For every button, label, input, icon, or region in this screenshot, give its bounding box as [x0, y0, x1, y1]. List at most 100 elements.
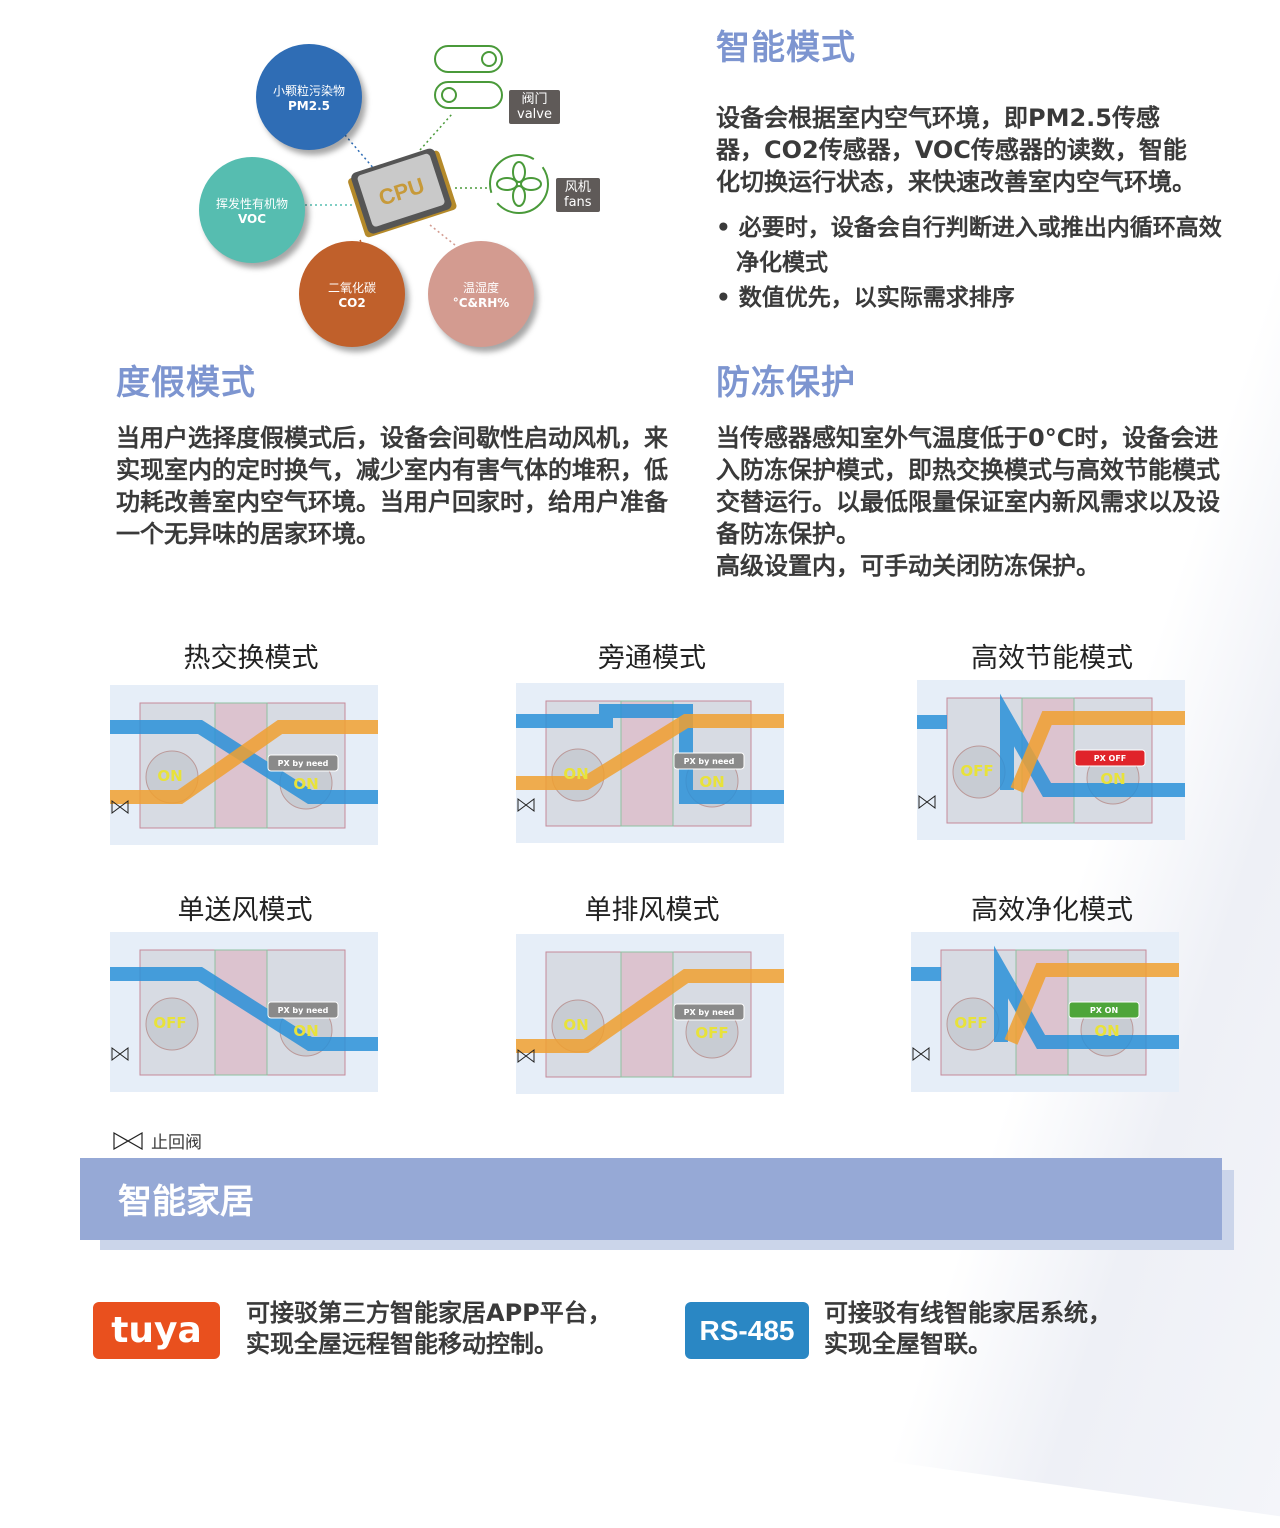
px-label: PX by need [278, 759, 329, 768]
smart-mode-bullets: 必要时，设备会自行判断进入或推出内循环高效净化模式 数值优先，以实际需求排序 [716, 211, 1236, 316]
fresh-air-flow [110, 967, 378, 1051]
ventilation-unit-diagram: PX by need OFF ON [110, 932, 378, 1092]
px-badge [267, 754, 339, 772]
check-valve-icon [113, 1131, 143, 1150]
exhaust-air-flow [110, 720, 378, 804]
mode-diagram: PX by need OFF ON [110, 932, 378, 1092]
rs485-text: 可接驳有线智能家居系统， 实现全屋智联。 [824, 1298, 1112, 1360]
mode-title: 热交换模式 [183, 643, 319, 674]
rs485-line1: 可接驳有线智能家居系统， [824, 1299, 1112, 1327]
right-fan-state: ON [1094, 1022, 1119, 1040]
tuya-logo-text: tuya [111, 1310, 202, 1351]
rs485-line2: 实现全屋智联。 [824, 1330, 992, 1358]
mode-diagram: PX by need ON ON [516, 683, 784, 843]
tuya-logo: tuya [93, 1302, 220, 1359]
valve-toggle-icon [434, 45, 503, 109]
mode-title: 高效净化模式 [971, 895, 1133, 926]
antifreeze-title: 防冻保护 [716, 363, 856, 403]
px-label: PX ON [1090, 1006, 1118, 1015]
fresh-air-flow [516, 704, 784, 804]
sensor-code: CO2 [338, 295, 366, 310]
right-fan-state: ON [293, 775, 318, 793]
left-fan-state: OFF [954, 1014, 987, 1032]
mode-title: 单送风模式 [177, 895, 313, 926]
check-valve-icon [918, 795, 936, 809]
exhaust-air-flow [1004, 963, 1179, 1045]
valve-label-en: valve [517, 107, 552, 122]
mode-diagram: PX by need ON OFF [516, 934, 784, 1094]
sensor-temp-humidity: 温湿度°C&RH% [428, 241, 534, 347]
px-label: PX by need [684, 1008, 735, 1017]
rs485-logo-text: RS-485 [699, 1314, 795, 1346]
vacation-mode-title: 度假模式 [116, 363, 256, 403]
fan-label: 风机 [564, 180, 591, 195]
cpu-chip-icon: CPU [348, 148, 457, 238]
ventilation-unit-diagram: PX by need ON OFF [516, 934, 784, 1094]
check-valve-icon [111, 1047, 129, 1061]
check-valve-icon [517, 1049, 535, 1063]
legend: 止回阀 [113, 1128, 202, 1153]
ventilation-unit-diagram: PX by need ON ON [110, 685, 378, 845]
mode-title: 旁通模式 [598, 643, 706, 674]
check-valve-icon [517, 798, 535, 812]
bullet-item: 必要时，设备会自行判断进入或推出内循环高效净化模式 [716, 211, 1236, 281]
px-label: PX by need [278, 1006, 329, 1015]
px-badge [1068, 1001, 1140, 1019]
ventilation-unit-diagram: PX OFF OFF ON [917, 680, 1185, 840]
px-badge [1074, 749, 1146, 767]
mode-title: 高效节能模式 [971, 643, 1133, 674]
antifreeze-text: 当传感器感知室外气温度低于0°C时，设备会进入防冻保护模式，即热交换模式与高效节… [716, 422, 1231, 582]
mode-title: 单排风模式 [584, 895, 720, 926]
bullet-item: 数值优先，以实际需求排序 [716, 281, 1236, 316]
left-fan-state: OFF [960, 762, 993, 780]
fan-label-en: fans [564, 195, 592, 210]
tuya-text: 可接驳第三方智能家居APP平台， 实现全屋远程智能移动控制。 [246, 1298, 612, 1360]
px-badge [267, 1001, 339, 1019]
px-label: PX OFF [1094, 754, 1127, 763]
sensor-name: 小颗粒污染物 [272, 83, 345, 98]
tuya-line1: 可接驳第三方智能家居APP平台， [246, 1299, 612, 1327]
right-fan-state: OFF [695, 1024, 728, 1042]
ventilation-unit-diagram: PX by need ON ON [516, 683, 784, 843]
check-valve-icon [111, 800, 129, 814]
sensor-name: 挥发性有机物 [215, 196, 288, 211]
valve-label: 阀门 [521, 92, 548, 107]
tuya-line2: 实现全屋远程智能移动控制。 [246, 1330, 558, 1358]
left-fan-state: ON [563, 1016, 588, 1034]
left-fan-state: ON [157, 767, 182, 785]
left-fan-state: OFF [153, 1014, 186, 1032]
vacation-mode-text: 当用户选择度假模式后，设备会间歇性启动风机，来实现室内的定时换气，减少室内有害气… [116, 424, 668, 548]
right-fan-state: ON [699, 773, 724, 791]
legend-label: 止回阀 [151, 1133, 202, 1153]
right-fan-state: ON [293, 1022, 318, 1040]
smart-mode-title: 智能模式 [716, 28, 856, 68]
sensor-name: 温湿度 [462, 280, 499, 295]
fan-icon [489, 154, 549, 214]
sensor-name: 二氧化碳 [327, 280, 376, 295]
exhaust-air-flow [1010, 711, 1185, 793]
px-badge [673, 1003, 745, 1021]
smart-home-banner: 智能家居 [80, 1158, 1222, 1240]
left-fan-state: ON [563, 765, 588, 783]
sensor-code: °C&RH% [452, 295, 510, 310]
exhaust-air-flow [516, 714, 784, 790]
right-fan-state: ON [1100, 770, 1125, 788]
rs485-logo: RS-485 [685, 1302, 809, 1359]
check-valve-icon [912, 1047, 930, 1061]
antifreeze-note: 高级设置内，可手动关闭防冻保护。 [716, 552, 1100, 580]
sensor-code: VOC [237, 211, 267, 226]
exhaust-air-flow [516, 969, 784, 1053]
px-badge [673, 752, 745, 770]
mode-diagram: PX ON OFF ON [911, 932, 1179, 1092]
px-label: PX by need [684, 757, 735, 766]
sensor-code: PM2.5 [288, 98, 330, 113]
fresh-air-flow [110, 720, 378, 804]
smart-mode-text: 设备会根据室内空气环境，即PM2.5传感器，CO2传感器，VOC传感器的读数，智… [716, 104, 1196, 196]
ventilation-unit-diagram: PX ON OFF ON [911, 932, 1179, 1092]
smart-home-title: 智能家居 [118, 1182, 254, 1222]
